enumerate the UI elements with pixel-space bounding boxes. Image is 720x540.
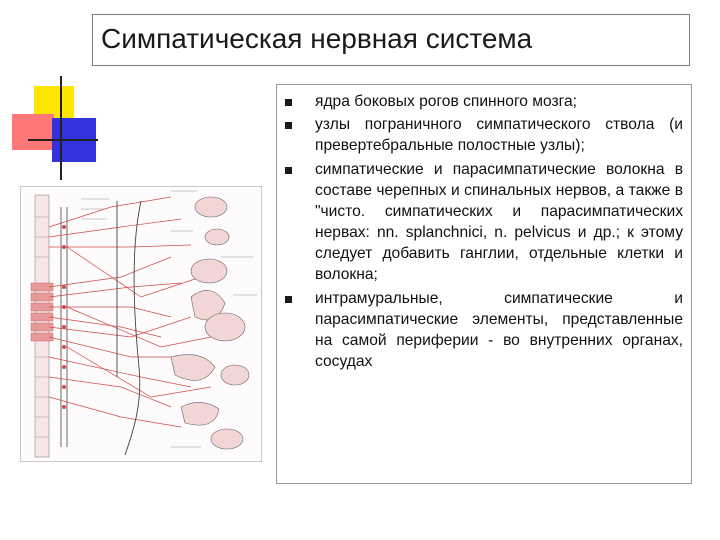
decor-vertical-line: [60, 76, 62, 180]
list-item: узлы пограничного симпатического ствола …: [277, 114, 689, 156]
bullet-text: симпатические и парасимпатические волокн…: [315, 161, 683, 283]
list-item: интрамуральные, симпатические и парасимп…: [277, 288, 689, 372]
bullet-list: ядра боковых рогов спинного мозга; узлы …: [277, 91, 689, 372]
organ-shapes: [170, 196, 250, 450]
decor-red-square: [12, 114, 54, 150]
nerve-fibers: [48, 196, 212, 428]
slide-title: Симпатическая нервная система: [101, 23, 533, 54]
bullet-square-icon: [285, 167, 292, 174]
bullet-square-icon: [285, 99, 292, 106]
bullet-square-icon: [285, 296, 292, 303]
title-frame: Симпатическая нервная система: [92, 14, 690, 66]
spinal-cord: [30, 194, 54, 458]
bullet-square-icon: [285, 122, 292, 129]
list-item: симпатические и парасимпатические волокн…: [277, 159, 689, 285]
nervous-system-figure: [20, 186, 262, 462]
bullet-text: ядра боковых рогов спинного мозга;: [315, 93, 578, 110]
list-item: ядра боковых рогов спинного мозга;: [277, 91, 689, 112]
decor-horizontal-line: [28, 139, 98, 141]
content-panel: ядра боковых рогов спинного мозга; узлы …: [276, 84, 692, 484]
bullet-text: узлы пограничного симпатического ствола …: [315, 116, 683, 154]
bullet-text: интрамуральные, симпатические и парасимп…: [315, 290, 683, 370]
autonomic-nervous-system-diagram-icon: [30, 190, 257, 458]
